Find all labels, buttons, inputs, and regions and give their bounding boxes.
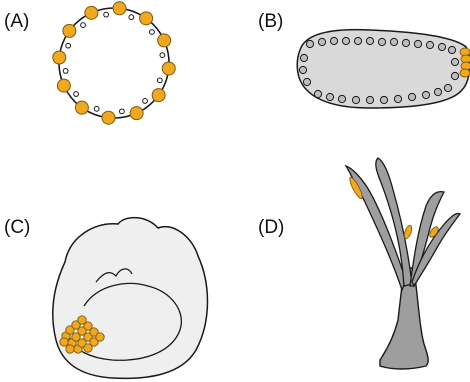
nucleus [394, 95, 401, 102]
germ-cell [96, 333, 104, 341]
nucleus [444, 84, 451, 91]
nucleus [414, 40, 421, 47]
nucleus [438, 43, 445, 50]
nucleus [378, 38, 385, 45]
nucleus [366, 96, 373, 103]
somatic-cell [157, 78, 162, 83]
nucleus [434, 88, 441, 95]
nucleus [451, 58, 458, 65]
ring-small-cells [63, 12, 165, 114]
germ-cell [130, 107, 143, 120]
nucleus [422, 91, 429, 98]
germ-cell [162, 62, 175, 75]
germ-cell [75, 101, 88, 114]
syncytial-embryo-icon [297, 30, 470, 108]
somatic-cell [143, 99, 148, 104]
nucleus [306, 40, 313, 47]
nucleus [330, 37, 337, 44]
nucleus [300, 54, 307, 61]
nucleus [366, 37, 373, 44]
germ-cell [57, 79, 70, 92]
germ-cell [152, 89, 165, 102]
somatic-cell [150, 30, 155, 35]
somatic-cell [104, 12, 109, 17]
blastula-ring-icon [53, 2, 175, 124]
nucleus [299, 66, 306, 73]
germ-cell [102, 111, 115, 124]
somatic-cell [66, 43, 71, 48]
somatic-cell [119, 109, 124, 114]
nucleus [318, 38, 325, 45]
germ-cell [60, 338, 68, 346]
germ-cell [66, 345, 74, 353]
nucleus [448, 46, 455, 53]
gonad-mid [403, 224, 413, 239]
germ-cell [53, 51, 66, 64]
ring-outline [59, 8, 169, 118]
pole-cell [460, 69, 470, 77]
colonial-polyp-icon [346, 158, 460, 369]
somatic-cell [94, 106, 99, 111]
nucleus [390, 38, 397, 45]
germ-cell [85, 6, 98, 19]
nucleus [380, 96, 387, 103]
germ-cell [63, 24, 76, 37]
nucleus [314, 90, 321, 97]
somatic-cell [74, 92, 79, 97]
nucleus [303, 78, 310, 85]
embryo-cluster-icon [53, 218, 208, 379]
somatic-cell [160, 53, 165, 58]
nucleus [426, 41, 433, 48]
nucleus [354, 37, 361, 44]
nucleus [402, 39, 409, 46]
nucleus [326, 93, 333, 100]
embryo-outline [53, 218, 208, 379]
nucleus [338, 95, 345, 102]
somatic-cell [81, 23, 86, 28]
germ-cell [113, 2, 126, 15]
nucleus [408, 93, 415, 100]
somatic-cell [63, 68, 68, 73]
nucleus [342, 37, 349, 44]
nucleus [451, 72, 458, 79]
germ-cell [158, 34, 171, 47]
somatic-cell [129, 15, 134, 20]
ring-germ-cells [53, 2, 175, 124]
nucleus [352, 96, 359, 103]
germ-cell [140, 12, 153, 25]
